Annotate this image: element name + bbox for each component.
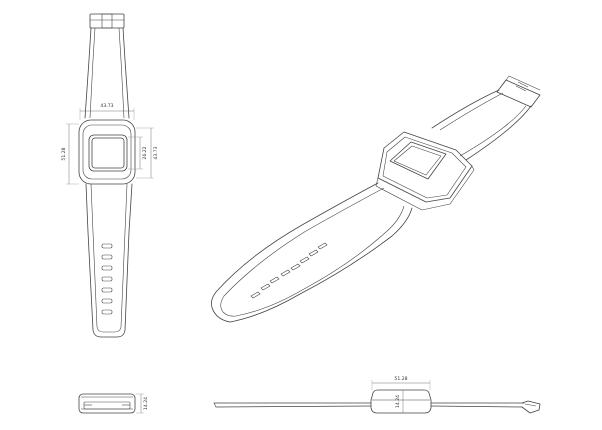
isometric-view xyxy=(211,75,541,323)
dimension-screen-height: 26.22 xyxy=(128,136,148,170)
dimension-screen-height-label: 26.22 xyxy=(142,146,148,159)
top-view-strap-holes xyxy=(101,243,113,315)
dimension-front-thickness-label: 14.24 xyxy=(143,397,149,410)
iso-upper-strap xyxy=(431,89,532,161)
iso-buckle xyxy=(496,75,541,108)
dimension-side-thickness-label: 14.24 xyxy=(395,395,401,408)
top-view-watch-body xyxy=(78,119,136,185)
dimension-top-height-label: 51.28 xyxy=(61,147,67,160)
top-view-buckle xyxy=(89,13,125,29)
dimension-top-height: 51.28 xyxy=(61,123,79,185)
dimension-side-length: 51.28 xyxy=(371,376,431,390)
iso-strap-holes xyxy=(250,242,328,299)
dimension-body-height: 43.73 xyxy=(136,127,159,179)
iso-lower-strap xyxy=(211,182,413,323)
front-view: 14.24 xyxy=(78,393,149,414)
top-view: 43.73 51.28 26.22 43.73 xyxy=(61,13,159,338)
dimension-top-width: 43.73 xyxy=(79,103,135,120)
top-view-lower-strap xyxy=(85,183,133,338)
iso-watch-body xyxy=(375,131,475,211)
top-view-upper-strap xyxy=(84,27,130,119)
side-view: 51.28 14.24 xyxy=(213,376,541,414)
dimension-front-thickness: 14.24 xyxy=(136,393,149,414)
dimension-body-height-label: 43.73 xyxy=(153,146,159,159)
dimension-side-length-label: 51.28 xyxy=(394,376,407,382)
dimension-side-thickness: 14.24 xyxy=(395,390,404,413)
dimension-top-width-label: 43.73 xyxy=(100,103,113,109)
